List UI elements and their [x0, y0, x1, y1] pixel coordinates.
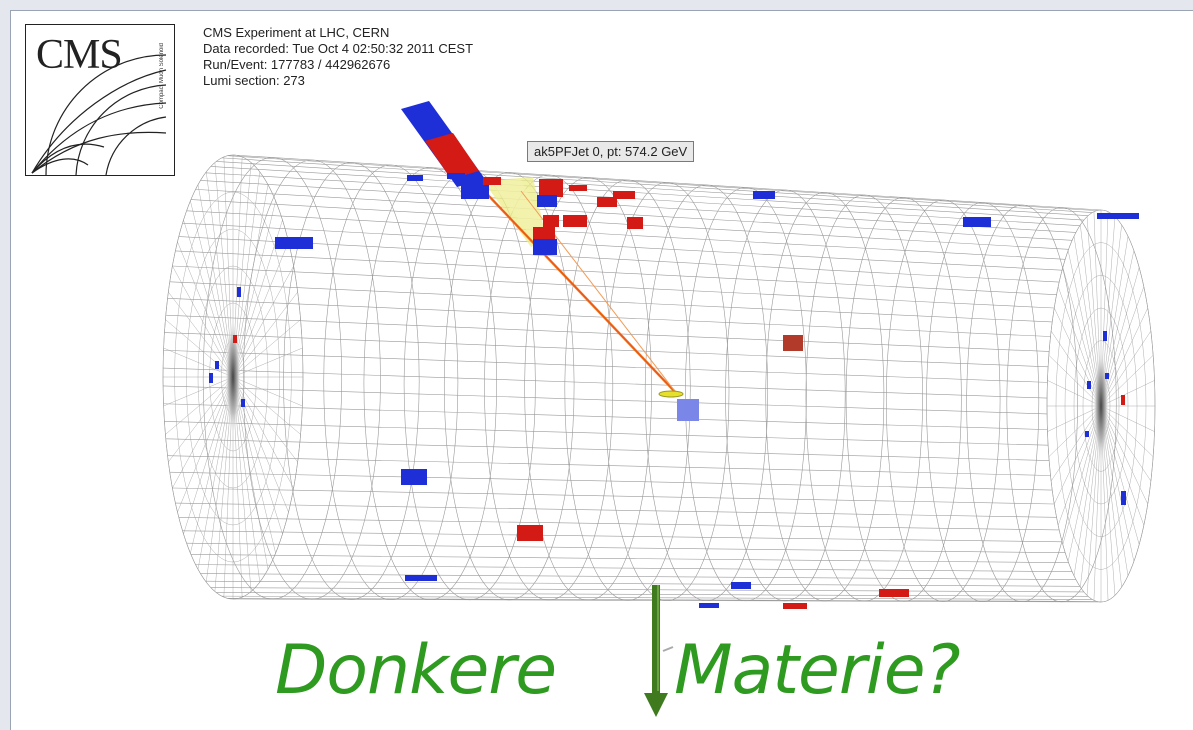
- hcal-deposit: [563, 215, 587, 227]
- hcal-deposit: [569, 185, 587, 191]
- ecal-deposit: [275, 237, 313, 249]
- caption-left: Donkere: [275, 631, 557, 710]
- hcal-deposit: [483, 177, 501, 185]
- ecal-deposit: [447, 173, 465, 179]
- hcal-deposit: [597, 197, 617, 207]
- vertex: [658, 390, 684, 398]
- hcal-tower: [401, 101, 485, 187]
- experiment-label: CMS Experiment at LHC, CERN: [203, 25, 390, 40]
- hcal-deposit: [543, 215, 559, 227]
- hcal-deposit: [233, 335, 237, 343]
- caption-right: Materie?: [674, 631, 961, 710]
- hcal-deposit: [627, 217, 643, 229]
- lumi-label: Lumi section: 273: [203, 73, 305, 88]
- hcal-deposit: [517, 525, 543, 541]
- ecal-deposit: [1087, 381, 1091, 389]
- ecal-deposit: [1121, 491, 1126, 505]
- ecal-deposit: [1085, 431, 1089, 437]
- detector-display: [162, 101, 1156, 717]
- ecal-deposit: [215, 361, 219, 369]
- logo-text: CMS: [36, 32, 123, 78]
- ecal-deposit: [407, 175, 423, 181]
- ecal-deposit: [401, 469, 427, 485]
- ecal-deposit: [1097, 213, 1139, 219]
- ecal-deposit: [405, 575, 437, 581]
- jet-tooltip: ak5PFJet 0, pt: 574.2 GeV: [527, 141, 695, 162]
- energy-deposits: [209, 173, 1139, 609]
- hcal-deposit: [879, 589, 909, 597]
- ecal-deposit: [677, 399, 699, 421]
- logo-curves: [31, 54, 167, 175]
- ecal-deposit: [1103, 331, 1107, 341]
- hcal-deposit: [613, 191, 635, 199]
- run-event-label: Run/Event: 177783 / 442962676: [203, 57, 391, 72]
- missing-energy-arrow-icon: [644, 585, 668, 717]
- ecal-deposit: [753, 191, 775, 199]
- ecal-deposit: [241, 399, 245, 407]
- ecal-deposit: [731, 582, 751, 589]
- event-display-frame: CMS Compact Muon Solenoid CMS Experiment…: [10, 10, 1193, 730]
- logo-subtext: Compact Muon Solenoid: [159, 43, 165, 109]
- hcal-deposit: [539, 179, 563, 197]
- ecal-deposit: [237, 287, 241, 297]
- ecal-deposit: [537, 195, 557, 207]
- ecal-deposit: [461, 179, 489, 199]
- jet-track-2: [470, 176, 678, 395]
- ecal-deposit: [963, 217, 991, 227]
- left-endcap-core: [225, 317, 241, 437]
- hcal-deposit: [1121, 395, 1125, 405]
- event-info: CMS Experiment at LHC, CERN Data recorde…: [203, 25, 473, 89]
- right-endcap-core: [1093, 346, 1109, 466]
- arrow-tick: [662, 646, 674, 652]
- ecal-deposit: [699, 603, 719, 608]
- ecal-deposit: [209, 373, 213, 383]
- hcal-deposit: [783, 335, 803, 351]
- recorded-label: Data recorded: Tue Oct 4 02:50:32 2011 C…: [203, 41, 474, 56]
- cms-logo-icon: CMS Compact Muon Solenoid: [25, 24, 175, 176]
- ecal-deposit: [533, 239, 557, 255]
- hcal-deposit: [533, 227, 555, 241]
- hcal-deposit: [783, 603, 807, 609]
- ecal-deposit: [1105, 373, 1109, 379]
- detector-barrel-grid: [162, 154, 1156, 603]
